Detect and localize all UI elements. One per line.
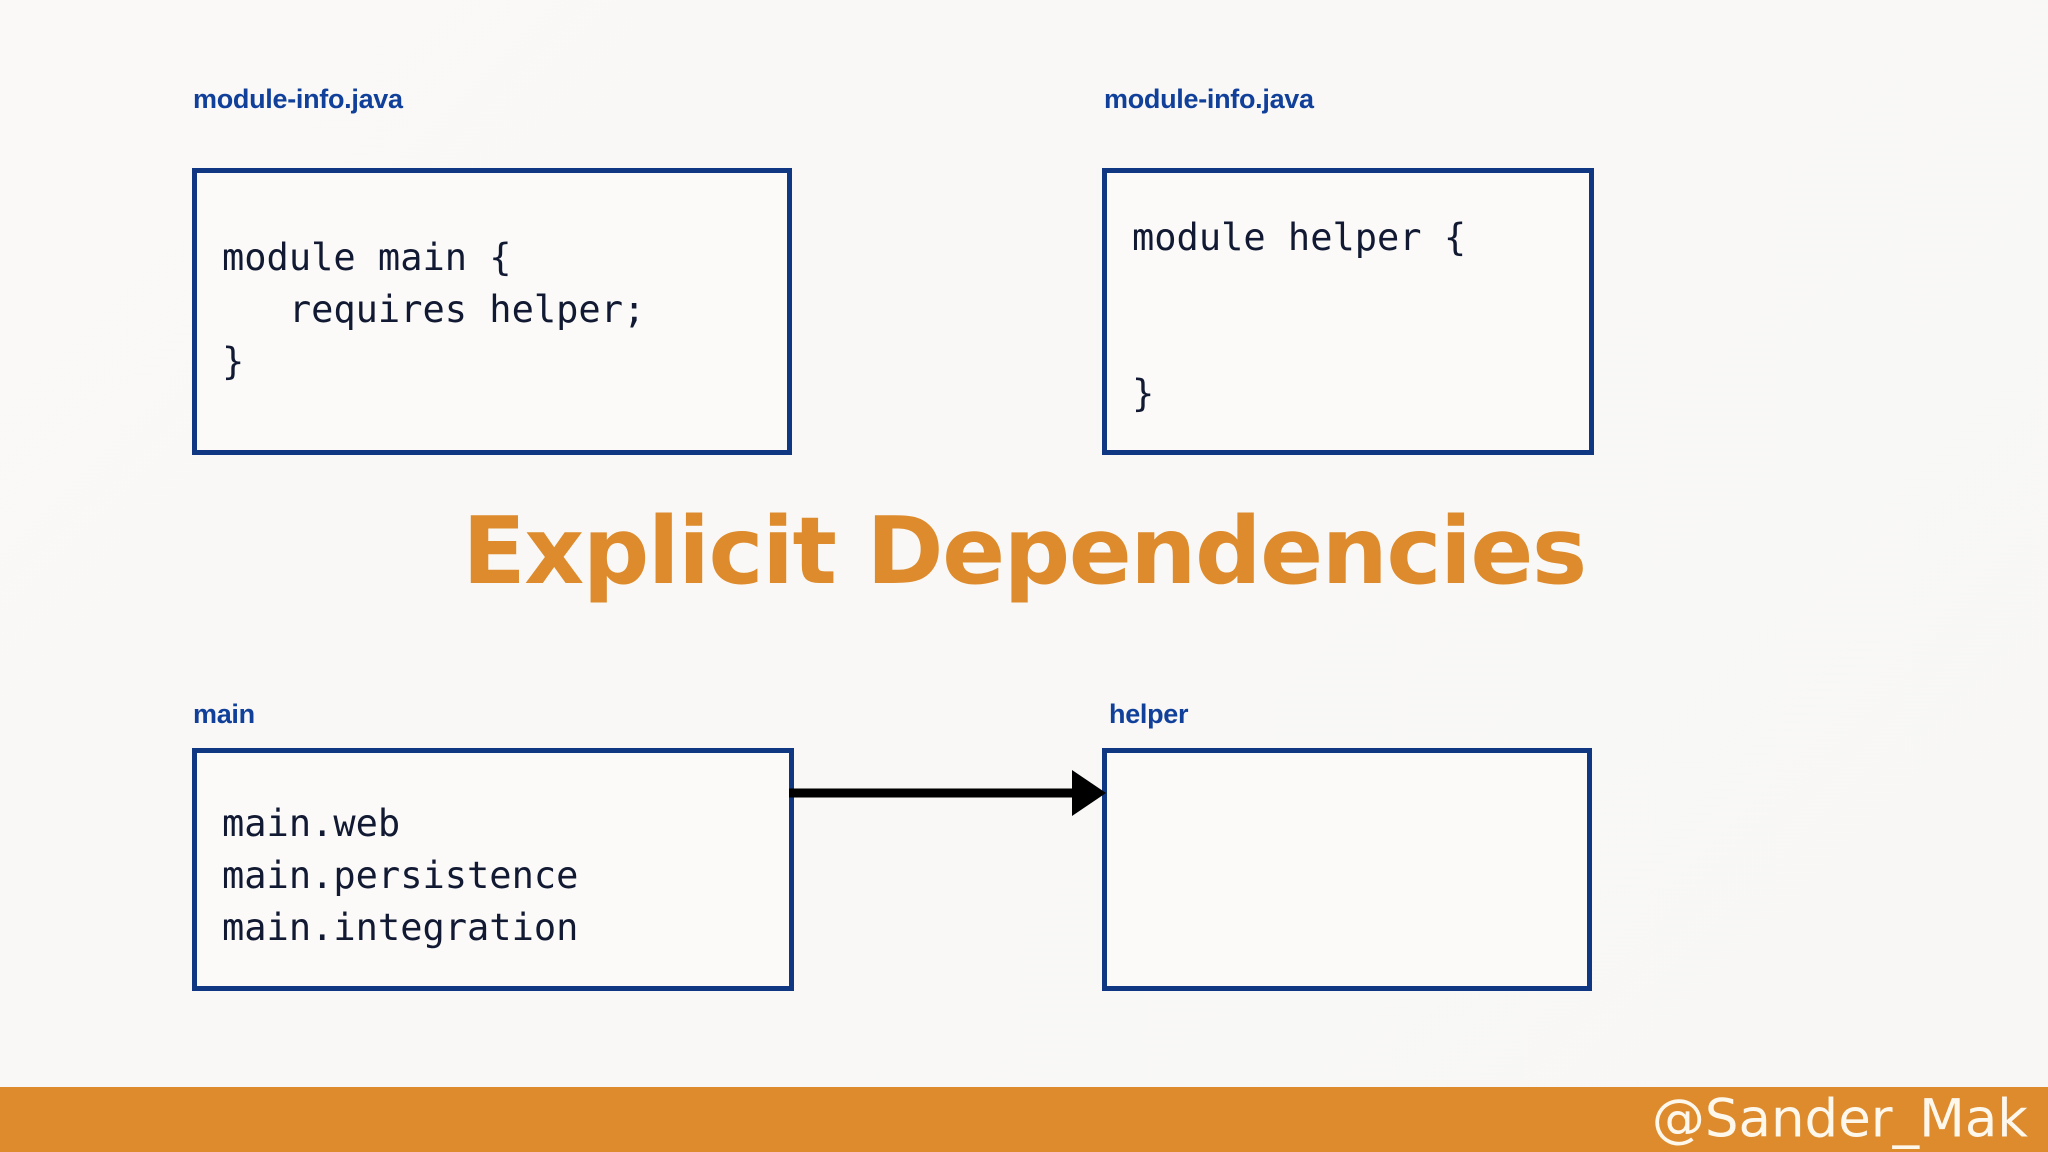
helper-module-info-box xyxy=(1102,168,1594,455)
slide-title: Explicit Dependencies xyxy=(462,497,1587,605)
twitter-handle: @Sander_Mak xyxy=(1651,1087,2028,1149)
main-module-box xyxy=(192,748,794,991)
main-module-label: main xyxy=(193,699,255,729)
helper-module-box xyxy=(1102,748,1592,991)
main-module-packages: main.web main.persistence main.integrati… xyxy=(222,802,579,949)
helper-module-info-label: module-info.java xyxy=(1104,84,1314,114)
main-module-info-code: module main { requires helper; } xyxy=(222,236,646,383)
dependency-arrow-icon xyxy=(789,770,1106,816)
main-module-info-box xyxy=(192,168,792,455)
helper-module-label: helper xyxy=(1109,699,1189,729)
main-module-info-label: module-info.java xyxy=(193,84,403,114)
helper-module-info-code: module helper { } xyxy=(1132,216,1467,415)
footer-bar: @Sander_Mak xyxy=(0,1087,2048,1152)
